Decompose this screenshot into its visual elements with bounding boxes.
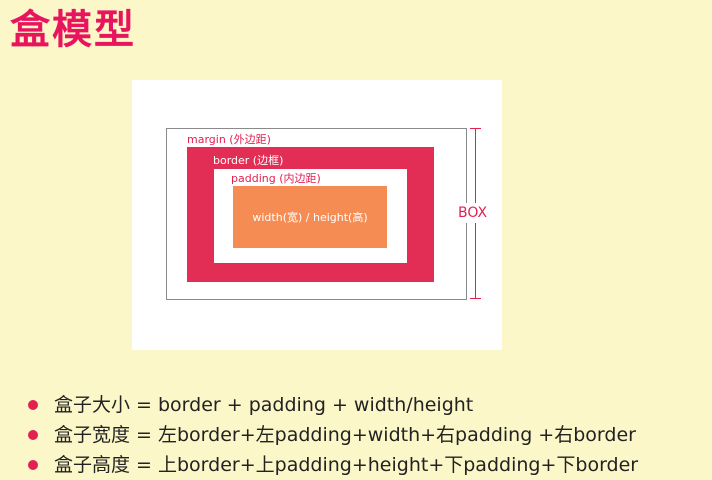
content-area: width(宽) / height(高) <box>233 186 387 248</box>
padding-area: padding (内边距) width(宽) / height(高) <box>214 169 407 263</box>
border-area: border (边框) padding (内边距) width(宽) / hei… <box>187 147 434 282</box>
formula-height: 盒子高度 = 上border+上padding+height+下padding+… <box>54 454 639 476</box>
list-item: 盒子宽度 = 左border+左padding+width+右padding +… <box>28 420 638 450</box>
formula-width: 盒子宽度 = 左border+左padding+width+右padding +… <box>54 424 636 446</box>
bullet-dot-icon <box>28 400 38 410</box>
slide-title: 盒模型 <box>10 7 136 53</box>
box-label: BOX <box>458 203 488 223</box>
formula-list: 盒子大小 = border + padding + width/height 盒… <box>28 390 638 480</box>
border-label: border (边框) <box>213 154 284 167</box>
padding-label: padding (内边距) <box>231 172 321 185</box>
list-item: 盒子大小 = border + padding + width/height <box>28 390 638 420</box>
margin-area: margin (外边距) border (边框) padding (内边距) w… <box>166 128 467 300</box>
content-label: width(宽) / height(高) <box>252 211 368 224</box>
bullet-dot-icon <box>28 430 38 440</box>
box-model-diagram: margin (外边距) border (边框) padding (内边距) w… <box>132 80 502 350</box>
formula-size: 盒子大小 = border + padding + width/height <box>54 394 474 416</box>
margin-label: margin (外边距) <box>187 133 271 146</box>
list-item: 盒子高度 = 上border+上padding+height+下padding+… <box>28 450 638 480</box>
bullet-dot-icon <box>28 460 38 470</box>
